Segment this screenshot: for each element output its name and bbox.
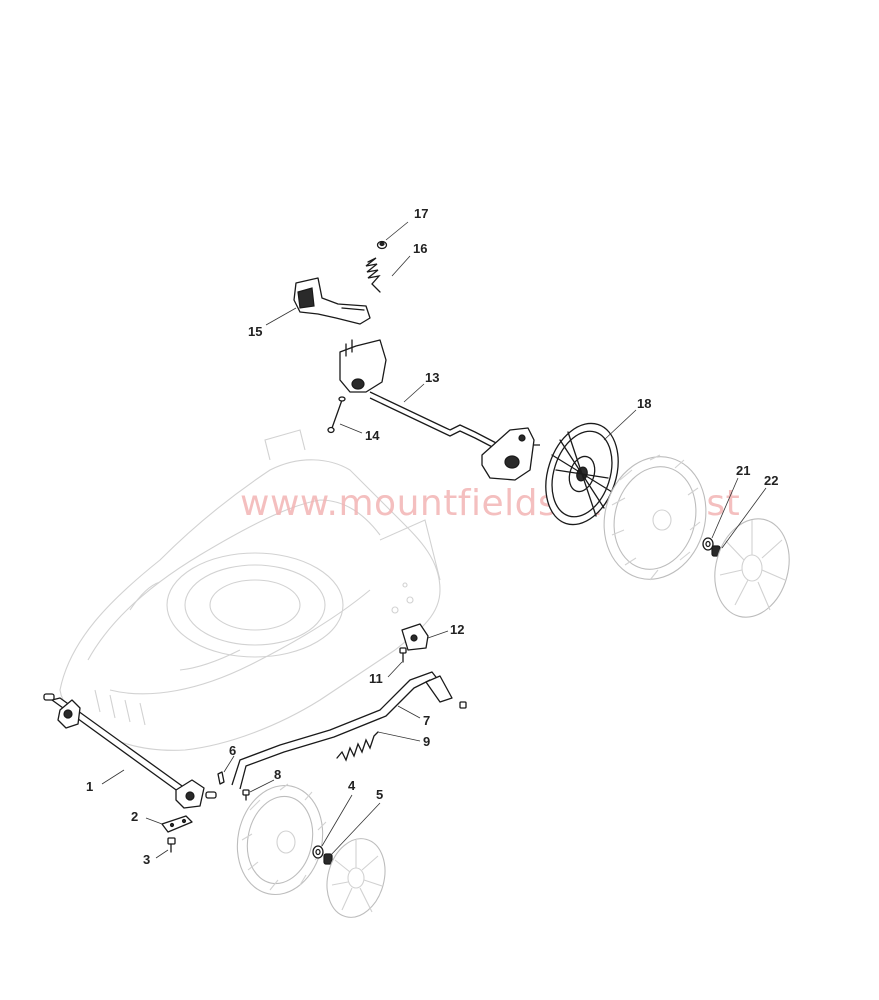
- callout-1: 1: [86, 779, 93, 794]
- callout-21: 21: [736, 463, 750, 478]
- part-17-nut: [376, 240, 388, 250]
- callout-2: 2: [131, 809, 138, 824]
- part-12-bracket: [401, 623, 429, 651]
- front-wheel-outline: [236, 783, 327, 896]
- part-9-spring: [336, 731, 379, 762]
- callout-12: 12: [450, 622, 464, 637]
- callout-labels: 17 16 15 13 14 18 21 22 12 11 7 9 6 8 1 …: [86, 206, 778, 867]
- part-13-drive-axle: [339, 339, 540, 481]
- rear-wheel-outline: [603, 454, 707, 581]
- callout-8: 8: [274, 767, 281, 782]
- part-14-pin: [327, 396, 346, 434]
- part-5-bushing: [323, 853, 333, 865]
- callout-11: 11: [369, 671, 383, 686]
- callout-14: 14: [365, 428, 380, 443]
- callout-7: 7: [423, 713, 430, 728]
- part-18-gear-disc: [545, 422, 619, 526]
- part-21-washer: [702, 537, 714, 551]
- callout-4: 4: [348, 778, 356, 793]
- part-1-front-axle: [43, 693, 217, 809]
- part-11-screw: [399, 647, 407, 663]
- mower-deck-outline: [59, 429, 441, 751]
- callout-18: 18: [637, 396, 651, 411]
- rear-hubcap-outline: [714, 518, 790, 618]
- callout-15: 15: [248, 324, 262, 339]
- part-2-plate: [161, 815, 193, 833]
- leader-lines: [101, 221, 767, 859]
- part-3-screw: [167, 837, 176, 853]
- callout-22: 22: [764, 473, 778, 488]
- callout-17: 17: [414, 206, 428, 221]
- callout-3: 3: [143, 852, 150, 867]
- part-6-clip: [217, 771, 225, 785]
- part-7-adjust-rod: [231, 671, 467, 790]
- callout-16: 16: [413, 241, 427, 256]
- callout-5: 5: [376, 787, 383, 802]
- callout-9: 9: [423, 734, 430, 749]
- callout-6: 6: [229, 743, 236, 758]
- part-15-lever-handle: [293, 277, 371, 325]
- part-4-washer: [312, 845, 324, 859]
- front-hubcap-outline: [326, 838, 386, 918]
- part-16-spring: [365, 257, 381, 293]
- part-8-screw: [242, 789, 250, 801]
- callout-13: 13: [425, 370, 439, 385]
